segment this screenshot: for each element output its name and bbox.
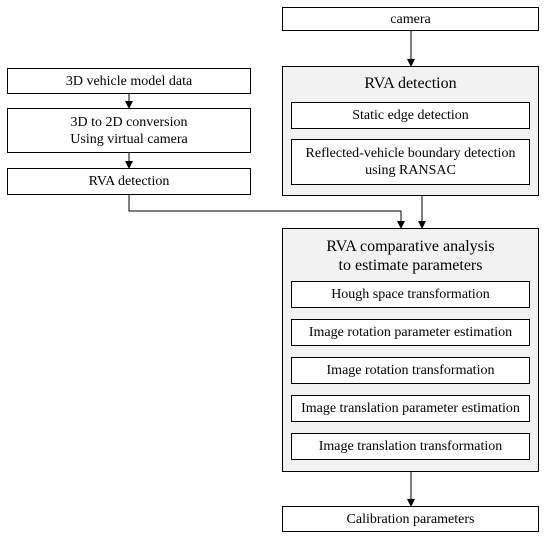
model-data-box: 3D vehicle model data <box>7 68 251 94</box>
hough-space-transformation-box: Hough space transformation <box>291 281 530 308</box>
translation-parameter-estimation-box: Image translation parameter estimation <box>291 395 530 422</box>
left-rva-detection-box: RVA detection <box>7 168 251 195</box>
rotation-transformation-box: Image rotation transformation <box>291 357 530 384</box>
rva-detection-group-title: RVA detection <box>364 75 457 92</box>
conversion-box: 3D to 2D conversion Using virtual camera <box>7 108 251 153</box>
rva-detection-group: RVA detection Static edge detection Refl… <box>282 66 539 196</box>
camera-box: camera <box>282 7 539 31</box>
translation-transformation-box: Image translation transformation <box>291 433 530 460</box>
boundary-detection-box: Reflected-vehicle boundary detection usi… <box>291 139 530 185</box>
comparative-analysis-group: RVA comparative analysis to estimate par… <box>282 228 539 472</box>
boundary-detection-label-line1: Reflected-vehicle boundary detection <box>305 146 516 161</box>
rotation-parameter-estimation-box: Image rotation parameter estimation <box>291 319 530 346</box>
conversion-label-line2: Using virtual camera <box>70 131 188 147</box>
step-label: Image rotation transformation <box>326 363 495 378</box>
left-rva-detection-label: RVA detection <box>88 174 170 189</box>
step-label: Image translation parameter estimation <box>301 401 520 416</box>
step-label: Image rotation parameter estimation <box>308 325 513 340</box>
arrow-left-rva-to-analysis <box>128 195 405 229</box>
comparative-analysis-title-line2: to estimate parameters <box>338 257 483 274</box>
comparative-analysis-title-line1: RVA comparative analysis <box>326 238 495 255</box>
model-data-label: 3D vehicle model data <box>65 73 193 89</box>
calibration-parameters-label: Calibration parameters <box>346 511 475 527</box>
camera-label: camera <box>390 11 431 27</box>
step-label: Image translation transformation <box>318 439 503 454</box>
step-label: Hough space transformation <box>331 287 490 302</box>
static-edge-detection-label: Static edge detection <box>352 108 469 123</box>
conversion-label-line1: 3D to 2D conversion <box>70 114 188 130</box>
static-edge-detection-box: Static edge detection <box>291 102 530 129</box>
calibration-parameters-box: Calibration parameters <box>282 506 539 532</box>
boundary-detection-label-line2: using RANSAC <box>365 163 456 178</box>
